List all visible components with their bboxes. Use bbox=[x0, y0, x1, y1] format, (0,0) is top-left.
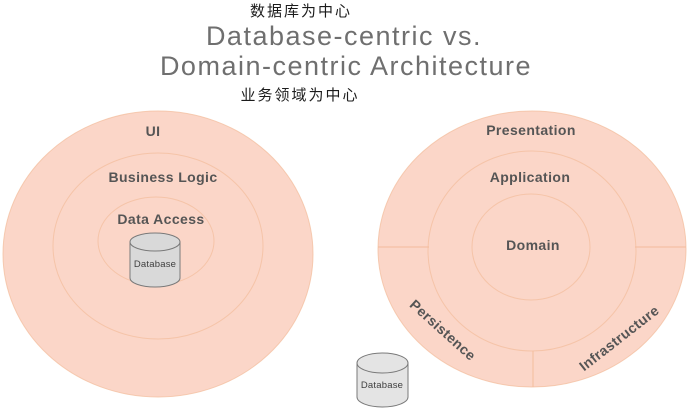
cylinder-top bbox=[129, 232, 181, 252]
annotation-database-centric-cn: 数据库为中心 bbox=[250, 3, 352, 20]
annotation-domain-centric-cn: 业务领域为中心 bbox=[240, 87, 359, 104]
cylinder-body bbox=[129, 241, 181, 288]
right-database-label: Database bbox=[361, 380, 403, 391]
right-database-cylinder-icon: Database bbox=[356, 352, 409, 408]
page-title-line1: Database-centric vs. bbox=[206, 21, 482, 51]
page-title-line2: Domain-centric Architecture bbox=[160, 51, 532, 81]
database-centric-diagram: UI Business Logic Data Access Database bbox=[2, 110, 314, 398]
left-database-label: Database bbox=[134, 259, 176, 270]
cylinder-top bbox=[356, 352, 409, 374]
right-ring-label-presentation: Presentation bbox=[486, 122, 576, 138]
right-ring-label-domain: Domain bbox=[506, 237, 560, 253]
left-ring-label-ui: UI bbox=[146, 123, 161, 139]
right-inner-ring-domain bbox=[471, 193, 591, 301]
left-ring-label-data-access: Data Access bbox=[117, 211, 204, 227]
left-database-cylinder-icon: Database bbox=[129, 232, 181, 288]
cylinder-body bbox=[356, 362, 409, 408]
right-ring-label-application: Application bbox=[490, 169, 571, 185]
left-ring-label-business-logic: Business Logic bbox=[108, 169, 217, 185]
domain-centric-diagram: Presentation Application Domain Persiste… bbox=[377, 110, 687, 388]
